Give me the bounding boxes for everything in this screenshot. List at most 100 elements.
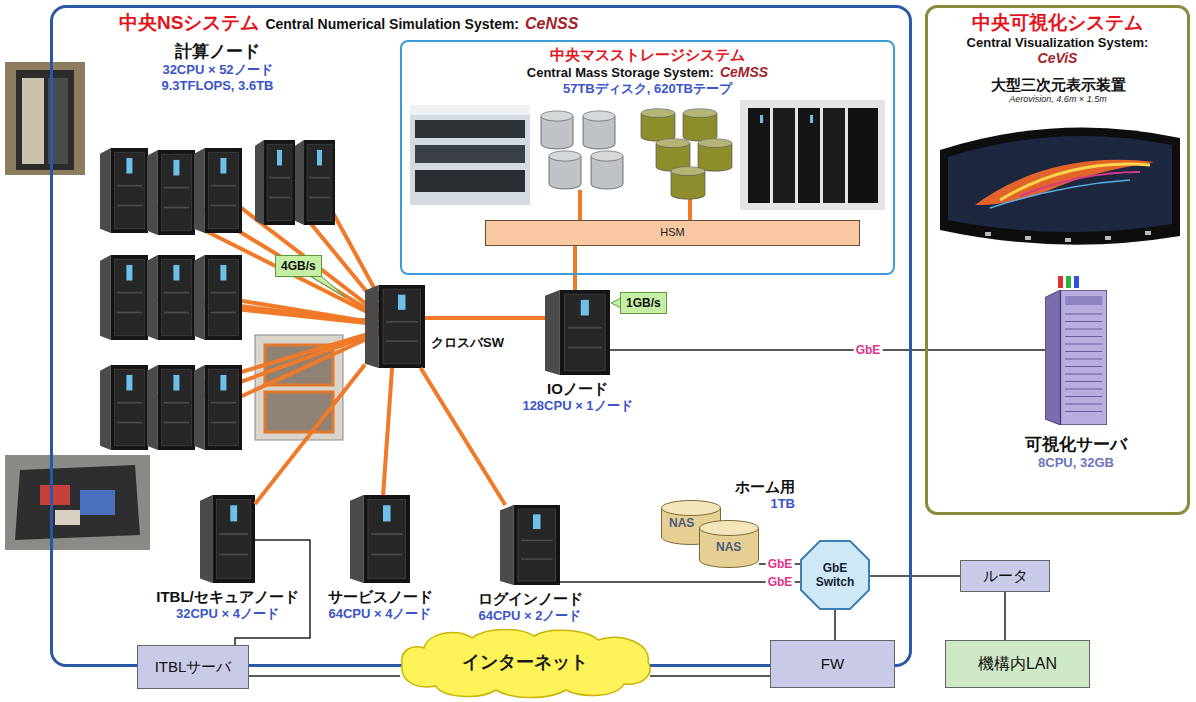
hsm-bar: HSM <box>485 220 860 245</box>
node-text: Central Visualization System: <box>967 35 1149 51</box>
text-row: ITBLサーバ <box>138 658 248 676</box>
node-text: 8CPU, 32GB <box>1038 455 1114 471</box>
text-group: サービスノード64CPU × 4ノード <box>328 588 433 622</box>
node-text: HSM <box>660 226 684 239</box>
text-row: 57TBディスク, 620TBテープ <box>402 81 893 97</box>
node-text: ルータ <box>983 567 1028 585</box>
text-group: インターネット <box>400 628 650 698</box>
photo <box>810 115 813 123</box>
node-text: クロスバSW <box>431 335 504 351</box>
display-wall-image <box>985 232 991 236</box>
photo <box>415 120 525 138</box>
display-wall: 大型三次元表示装置Aerovision, 4.6m × 1.5m <box>932 74 1184 249</box>
connector-group <box>235 246 1045 676</box>
photo <box>40 485 70 505</box>
node-text: インターネット <box>462 652 588 674</box>
text-row: 可視化サーバ <box>1025 435 1127 455</box>
lan-box: 機構内LAN <box>945 640 1090 688</box>
server-tower <box>147 255 195 340</box>
text-row: 128CPU × 1ノード <box>522 398 632 414</box>
connector <box>1004 592 1006 640</box>
text-group: ログインノード64CPU × 2ノード <box>478 590 583 624</box>
photo <box>5 62 85 175</box>
photo <box>5 455 150 550</box>
text-group: 中央マスストレージシステムCentral Mass Storage System… <box>402 46 893 96</box>
node-text: GbE Switch <box>807 561 863 590</box>
photo <box>773 108 795 203</box>
storage-link <box>578 190 582 222</box>
text-row: 9.3TFLOPS, 3.6TB <box>95 78 340 94</box>
node-text: CeNSS <box>525 14 578 33</box>
text-group: GbE Switch <box>800 540 870 610</box>
node-text: NAS <box>669 516 694 530</box>
photo <box>5 455 150 550</box>
text-group: ITBLサーバ <box>138 646 248 688</box>
connector <box>249 675 400 677</box>
node-text: 計算ノード <box>175 42 260 62</box>
photo <box>15 465 140 540</box>
text-group: 可視化サーバ8CPU, 32GB <box>1025 435 1127 471</box>
text-row: 1TB <box>735 496 795 512</box>
disk-cylinder <box>549 151 581 189</box>
photo <box>22 78 44 164</box>
node-text: CeMSS <box>720 64 768 81</box>
display-wall-image <box>990 180 1130 208</box>
internet-cloud: インターネット <box>400 628 650 698</box>
node-text: サービスノード <box>328 588 433 606</box>
display-wall-image <box>1145 231 1151 235</box>
text-row: ログインノード <box>478 590 583 608</box>
octagon-outline <box>801 541 869 609</box>
visualization-tower <box>1045 276 1107 425</box>
text-row: 64CPU × 2ノード <box>478 608 583 624</box>
text-group: FW <box>771 641 894 687</box>
text-group: IOノード128CPU × 1ノード <box>522 380 632 414</box>
node-text: 128CPU × 1ノード <box>522 398 632 414</box>
server-tower <box>350 495 410 583</box>
connector <box>421 368 506 505</box>
text-row: 大型三次元表示装置 <box>932 76 1184 94</box>
text-group: ホーム用1TB <box>735 478 795 512</box>
callout-pointer <box>310 276 345 297</box>
disk-cylinder <box>541 111 623 189</box>
photo <box>415 145 525 163</box>
io-node: IOノード128CPU × 1ノード <box>545 290 610 375</box>
text-row: インターネット <box>400 652 650 674</box>
nas-cylinder: NAS <box>699 520 759 568</box>
photo <box>823 108 845 203</box>
text-group: 大型三次元表示装置Aerovision, 4.6m × 1.5m <box>932 76 1184 105</box>
node-text: NAS <box>716 540 741 554</box>
text-row: 機構内LAN <box>946 654 1089 673</box>
server-tower <box>255 140 295 225</box>
node-text: 9.3TFLOPS, 3.6TB <box>162 78 274 94</box>
server-tower <box>100 148 148 233</box>
node-text: 中央マスストレージシステム <box>550 46 745 64</box>
crossbar-switch: クロスバSW <box>365 285 425 368</box>
text-row: ルータ <box>961 567 1049 585</box>
link-label: GbE <box>854 343 883 357</box>
display-wall-image <box>1020 172 1140 196</box>
text-row: ITBL/セキュアノード <box>156 588 299 606</box>
text-group: 中央可視化システムCentral Visualization System:Ce… <box>928 12 1187 67</box>
text-group: クロスバSW <box>431 335 504 351</box>
bandwidth-callout: 1GB/s <box>620 292 667 314</box>
text-row: GbE Switch <box>800 561 870 590</box>
text-group: 中央NSシステムCentral Numerical Simulation Sys… <box>119 12 578 35</box>
text-row: HSM <box>486 226 859 239</box>
photo <box>410 105 530 115</box>
text-row: FW <box>771 655 894 673</box>
photo <box>415 170 525 192</box>
connector <box>650 675 770 677</box>
node-text: ホーム用 <box>735 478 795 496</box>
node-text: Central Numerical Simulation System: <box>265 16 519 33</box>
connector <box>255 365 365 505</box>
connector <box>383 368 392 495</box>
text-row: 中央NSシステムCentral Numerical Simulation Sys… <box>119 12 578 35</box>
text-group: HSM <box>486 221 859 244</box>
photo <box>748 108 770 203</box>
text-row: IOノード <box>522 380 632 398</box>
display-wall-image <box>940 127 1180 244</box>
node-text: CeViS <box>1038 50 1078 67</box>
storage-link <box>688 198 692 222</box>
text-row: 32CPU × 52ノード <box>95 62 340 78</box>
visualization-server: 可視化サーバ8CPU, 32GB <box>1045 290 1107 425</box>
